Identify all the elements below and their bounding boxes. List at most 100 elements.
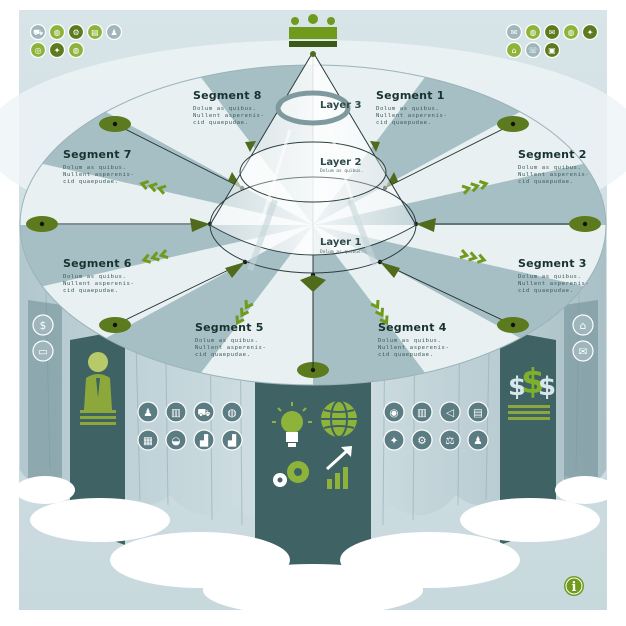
segment-5-label: Segment 5 Dolum as quibus. Nullent asper… [195, 321, 266, 358]
globe-icon[interactable]: ◍ [67, 41, 85, 59]
svg-text:Dolum as quibus.: Dolum as quibus. [518, 274, 581, 280]
svg-text:◍: ◍ [54, 28, 61, 37]
lightbulb-icon[interactable]: ✦ [581, 23, 599, 41]
svg-text:▟: ▟ [227, 434, 237, 447]
svg-text:Dolum as quibus.: Dolum as quibus. [378, 338, 441, 344]
svg-text:Segment 1: Segment 1 [376, 89, 445, 102]
layer-1-label: Layer 1 Dolum as quibus. [320, 237, 363, 255]
svg-text:⌂: ⌂ [512, 46, 517, 55]
spoke-dot [510, 322, 516, 328]
svg-text:▤: ▤ [91, 28, 98, 37]
chevron-arrow [235, 299, 254, 326]
svg-text:i: i [572, 580, 577, 595]
svg-text:✦: ✦ [587, 28, 594, 37]
chart-icon[interactable]: ▥ [165, 401, 187, 423]
factory-icon[interactable]: ▟ [193, 429, 215, 451]
spoke-dot [112, 322, 118, 328]
svg-text:⚙: ⚙ [417, 435, 426, 447]
segment-4-label: Segment 4 Dolum as quibus. Nullent asper… [378, 321, 449, 358]
document-icon[interactable]: ▤ [467, 401, 489, 423]
coins-icon[interactable]: ◉ [383, 401, 405, 423]
wheel-wedge [200, 225, 313, 385]
hub-triangle [380, 262, 400, 278]
globe-icon[interactable]: ◍ [562, 23, 580, 41]
svg-text:◍: ◍ [73, 46, 80, 55]
card-icon[interactable]: ▭ [32, 340, 54, 362]
svg-text:cid quaepudae.: cid quaepudae. [378, 352, 434, 358]
people-icon[interactable]: ♟ [467, 429, 489, 451]
megaphone-icon[interactable]: ◁ [439, 401, 461, 423]
svg-text:▣: ▣ [548, 46, 555, 55]
hub-triangle [190, 218, 210, 232]
panel-money [500, 330, 556, 545]
svg-text:cid quaepudae.: cid quaepudae. [518, 179, 574, 185]
svg-text:◍: ◍ [568, 28, 575, 37]
svg-text:Dolum as quibus.: Dolum as quibus. [320, 168, 363, 174]
target-icon[interactable]: ◎ [29, 41, 47, 59]
document-icon[interactable]: ▤ [86, 23, 104, 41]
scales-icon[interactable]: ⚖ [439, 429, 461, 451]
globe-icon[interactable]: ◍ [48, 23, 66, 41]
wheel-wedge [42, 225, 314, 339]
info-icon[interactable]: i [564, 576, 584, 596]
chevron-arrow [370, 299, 389, 326]
svg-text:▥: ▥ [417, 407, 427, 419]
bank-icon[interactable]: ⌂ [572, 314, 594, 336]
bank-icon[interactable]: ⌂ [505, 41, 523, 59]
car-icon[interactable]: ◒ [165, 429, 187, 451]
globe-icon[interactable]: ◍ [221, 401, 243, 423]
gears-icon[interactable]: ⚙ [411, 429, 433, 451]
phone-icon[interactable]: ☏ [524, 41, 542, 59]
svg-text:◍: ◍ [530, 28, 537, 37]
lightbulb-icon[interactable]: ✦ [48, 41, 66, 59]
gears-icon [273, 461, 309, 487]
svg-text:✦: ✦ [390, 435, 399, 447]
segment-6-label: Segment 6 Dolum as quibus. Nullent asper… [63, 257, 134, 294]
segment-8-label: Segment 8 Dolum as quibus. Nullent asper… [193, 89, 264, 126]
svg-text:Nullent asperenis-: Nullent asperenis- [518, 172, 589, 178]
lightbulb-icon [272, 402, 312, 447]
calculator-icon[interactable]: ▦ [137, 429, 159, 451]
person-icon[interactable]: ♟ [137, 401, 159, 423]
cart-icon[interactable]: ⛟ [193, 401, 215, 423]
chart-icon[interactable]: ▥ [411, 401, 433, 423]
svg-text:✦: ✦ [54, 46, 61, 55]
svg-text:♟: ♟ [110, 28, 117, 37]
idea-icon[interactable]: ✦ [383, 429, 405, 451]
svg-text:⛟: ⛟ [197, 407, 211, 419]
hub-triangle [300, 275, 326, 292]
svg-text:$: $ [538, 372, 556, 402]
dollar-signs-icon: $ $ $ [508, 362, 556, 420]
chevron-arrow [139, 179, 167, 195]
factory-icon[interactable]: ▟ [221, 429, 243, 451]
svg-text:Layer 3: Layer 3 [320, 100, 362, 111]
svg-text:▟: ▟ [199, 434, 209, 447]
mail-icon[interactable]: ✉ [572, 340, 594, 362]
svg-text:Nullent asperenis-: Nullent asperenis- [63, 281, 134, 287]
globe-icon[interactable]: ◍ [524, 23, 542, 41]
svg-text:$: $ [508, 372, 526, 402]
svg-text:Dolum as quibus.: Dolum as quibus. [193, 106, 256, 112]
segment-2-label: Segment 2 Dolum as quibus. Nullent asper… [518, 148, 589, 185]
growth-chart-icon [325, 446, 352, 489]
svg-text:▤: ▤ [473, 407, 483, 419]
shopping-cart-icon[interactable]: ⛟ [29, 23, 47, 41]
gear-icon[interactable]: ⚙ [67, 23, 85, 41]
left-outer-icons: $▭ [32, 314, 54, 362]
svg-text:cid quaepudae.: cid quaepudae. [63, 179, 119, 185]
svg-text:Segment 4: Segment 4 [378, 321, 447, 334]
user-icon[interactable]: ♟ [105, 23, 123, 41]
svg-text:Nullent asperenis-: Nullent asperenis- [195, 345, 266, 351]
mail-icon[interactable]: ✉ [543, 23, 561, 41]
lock-icon[interactable]: ▣ [543, 41, 561, 59]
svg-text:☏: ☏ [528, 46, 538, 55]
chat-icon[interactable]: ✉ [505, 23, 523, 41]
chevron-arrow [459, 249, 487, 264]
dollar-icon[interactable]: $ [32, 314, 54, 336]
svg-text:Nullent asperenis-: Nullent asperenis- [378, 345, 449, 351]
svg-text:cid quaepudae.: cid quaepudae. [63, 288, 119, 294]
svg-text:Dolum as quibus.: Dolum as quibus. [320, 249, 363, 255]
svg-text:Layer 1: Layer 1 [320, 237, 362, 248]
spoke-dot [510, 121, 516, 127]
